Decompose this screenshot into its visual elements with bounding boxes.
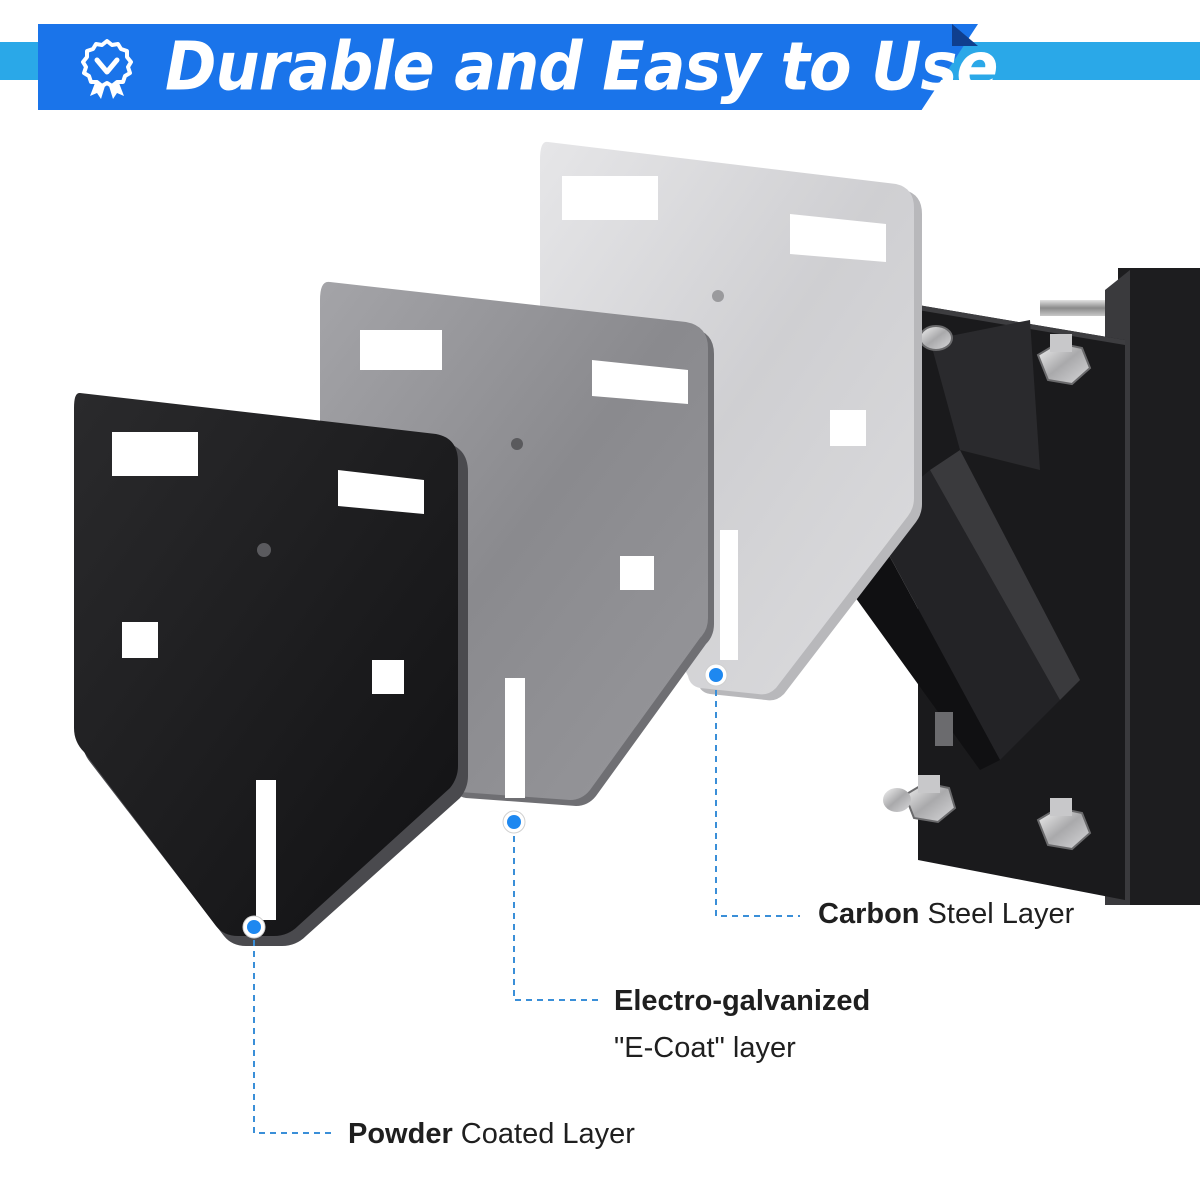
banner-fold bbox=[952, 24, 978, 46]
powder-coated-plate bbox=[74, 392, 468, 947]
award-badge-icon bbox=[81, 39, 133, 99]
banner-background bbox=[38, 24, 978, 110]
electro-galvanized-label: Electro-galvanized bbox=[614, 985, 871, 1017]
callout-dots bbox=[242, 663, 728, 939]
e-coat-label: "E-Coat" layer bbox=[614, 1032, 796, 1064]
spring-hanger-assembly bbox=[850, 268, 1200, 905]
callout-lines bbox=[253, 690, 800, 1134]
bolt-nut bbox=[883, 325, 1092, 851]
banner-title: Durable and Easy to Use bbox=[165, 27, 998, 106]
carbon-steel-label: Carbon Steel Layer bbox=[818, 898, 1075, 930]
powder-coated-label: Powder Coated Layer bbox=[348, 1118, 635, 1150]
